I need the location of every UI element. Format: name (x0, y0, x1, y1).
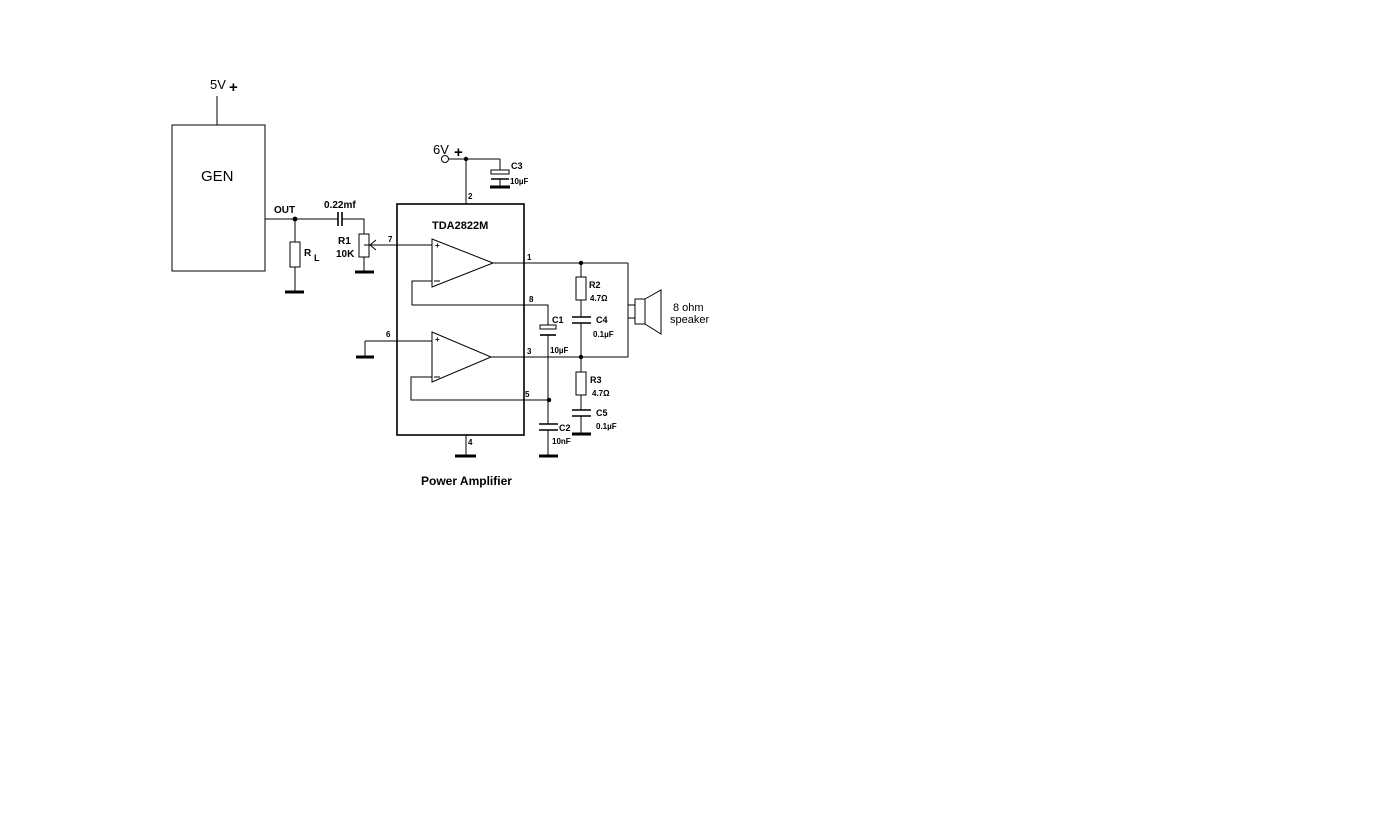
c2-value: 10nF (552, 437, 571, 446)
c1-value: 10µF (550, 346, 569, 355)
c3-plate-top (490, 169, 510, 175)
speaker-body (634, 298, 646, 325)
generator-box (171, 124, 266, 272)
r3-value: 4.7Ω (592, 389, 610, 398)
speaker-label-line1: 8 ohm (673, 302, 704, 314)
supply-6v-plus: + (454, 144, 463, 161)
opamp-a-plus: + (435, 241, 440, 250)
pin-8-label: 8 (529, 295, 534, 304)
r1-name: R1 (338, 236, 351, 247)
pin-3-label: 3 (527, 347, 532, 356)
rl-subscript: L (314, 253, 320, 263)
c2-name: C2 (559, 423, 571, 433)
c5-value: 0.1µF (596, 422, 617, 431)
supply-5v-plus: + (229, 79, 238, 96)
supply-5v-label: 5V (210, 77, 226, 92)
speaker-label-line2: speaker (670, 314, 709, 326)
r2-name: R2 (589, 280, 601, 290)
wire-opamp-b-feedback (410, 376, 549, 401)
generator-label: GEN (201, 168, 234, 185)
pin-7-label: 7 (388, 235, 393, 244)
diagram-caption: Power Amplifier (421, 474, 512, 488)
opamp-a (431, 238, 495, 288)
resistor-r3 (575, 371, 587, 396)
wire-pin8-to-c1 (524, 304, 549, 325)
c1-name: C1 (552, 315, 564, 325)
wiper-arrow-icon (369, 239, 377, 251)
pin-6-label: 6 (386, 330, 391, 339)
r1-value: 10K (336, 249, 355, 260)
pin-4-label: 4 (468, 438, 473, 447)
wire-cap-to-pot (342, 218, 365, 234)
generator-out-label: OUT (274, 205, 295, 216)
rl-letter: R (304, 248, 312, 259)
c4-name: C4 (596, 315, 608, 325)
c1-plate-top (539, 324, 557, 330)
opamp-b-plus: + (435, 335, 440, 344)
junction-pin5 (546, 397, 552, 403)
supply-6v-label: 6V (433, 142, 449, 157)
r2-value: 4.7Ω (590, 294, 608, 303)
ic-name: TDA2822M (432, 220, 488, 232)
pin-5-label: 5 (525, 390, 530, 399)
supply-6v-terminal (441, 155, 449, 163)
pin-1-label: 1 (527, 253, 532, 262)
coupling-cap-value: 0.22mf (324, 200, 356, 211)
c4-value: 0.1µF (593, 330, 614, 339)
c3-value: 10µF (510, 177, 529, 186)
speaker-icon (644, 289, 662, 335)
r3-name: R3 (590, 375, 602, 385)
resistor-r2 (575, 276, 587, 301)
c3-name: C3 (511, 161, 523, 171)
opamp-b (431, 331, 493, 383)
wire-opamp-a-feedback (411, 280, 524, 306)
resistor-rl (289, 241, 301, 268)
ic-box (396, 203, 525, 436)
c5-name: C5 (596, 408, 608, 418)
pin-2-label: 2 (468, 192, 473, 201)
